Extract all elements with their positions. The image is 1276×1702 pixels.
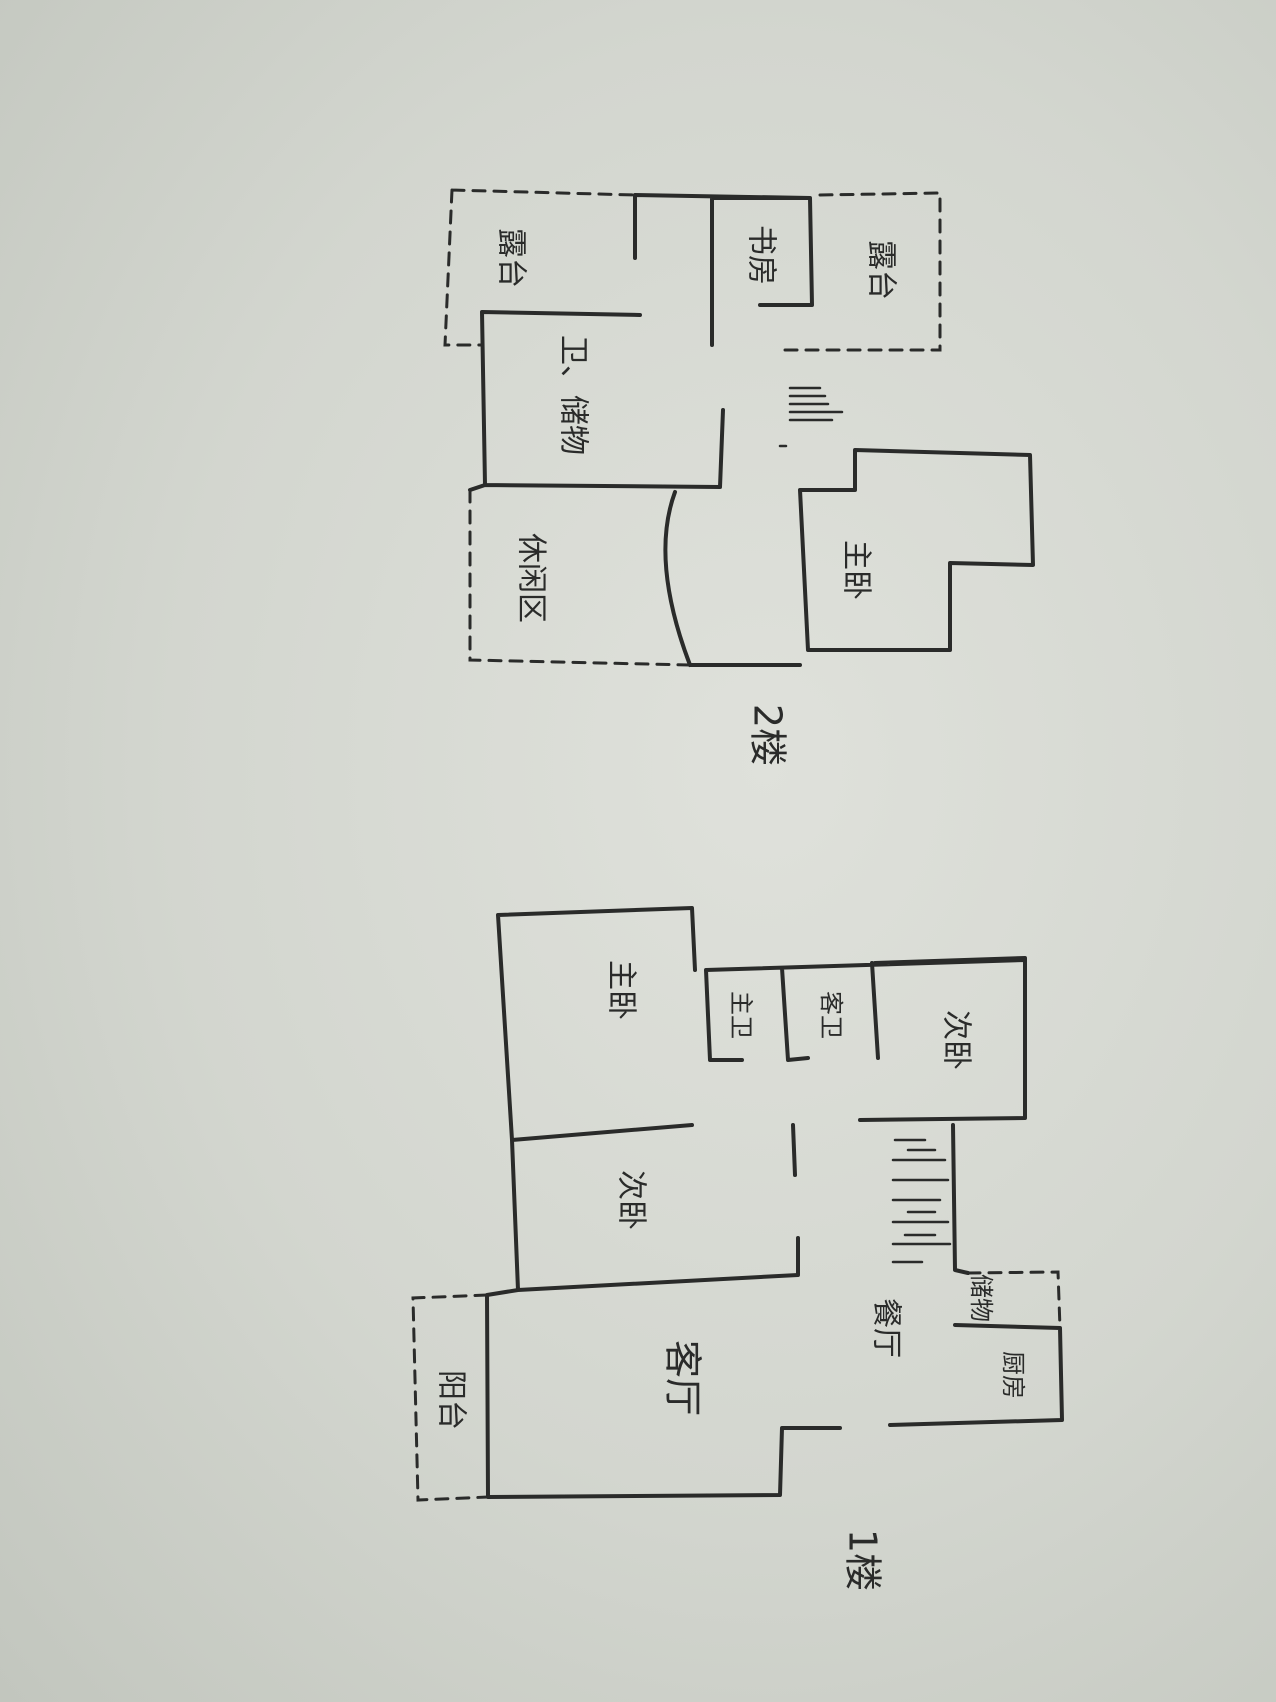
floor2-room-bath: 卫、储物 [556, 335, 591, 455]
floor2-room-study: 书房 [744, 225, 779, 285]
floor1-room-master-bath: 主卫 [727, 991, 755, 1039]
floor2-level-label: 2楼 [746, 704, 790, 766]
floor2-room-terrace-right: 露台 [864, 240, 899, 300]
floor1-room-master-bed: 主卧 [604, 960, 639, 1020]
floor1-room-second-bed-top: 次卧 [939, 1010, 974, 1070]
floor2-terrace-right-outline [783, 191, 942, 352]
floor1-level-label: 1楼 [841, 1529, 885, 1591]
floor1-balcony-outline [411, 1293, 490, 1502]
floor2-walls [468, 193, 1035, 667]
floor2-room-leisure: 休闲区 [514, 533, 549, 623]
floor1-storage-outline [966, 1270, 1062, 1330]
floor1-room-storage: 储物 [967, 1274, 995, 1322]
floor2-stairs [778, 386, 844, 448]
floor2-room-terrace-top: 露台 [494, 228, 529, 288]
floor2-room-master: 主卧 [839, 540, 874, 600]
floor1-plan: 主卧 主卫 客卫 次卧 次卧 客厅 阳台 餐厅 厨房 储物 1楼 [411, 906, 1064, 1591]
floor2-terrace-top-outline [443, 188, 637, 347]
floor1-room-living: 客厅 [661, 1340, 705, 1416]
floor2-plan: 露台 书房 露台 卫、储物 主卧 休闲区 2楼 [443, 188, 1035, 766]
floor1-stairs [891, 1138, 952, 1264]
floor1-room-guest-bath: 客卫 [817, 991, 845, 1039]
floor2-leisure-outline [468, 488, 692, 667]
floor1-room-balcony: 阳台 [434, 1370, 469, 1430]
floor1-room-dining: 餐厅 [869, 1298, 904, 1358]
floor1-room-second-bed: 次卧 [614, 1170, 649, 1230]
floor1-room-kitchen: 厨房 [999, 1351, 1027, 1399]
floor1-walls [485, 906, 1064, 1499]
